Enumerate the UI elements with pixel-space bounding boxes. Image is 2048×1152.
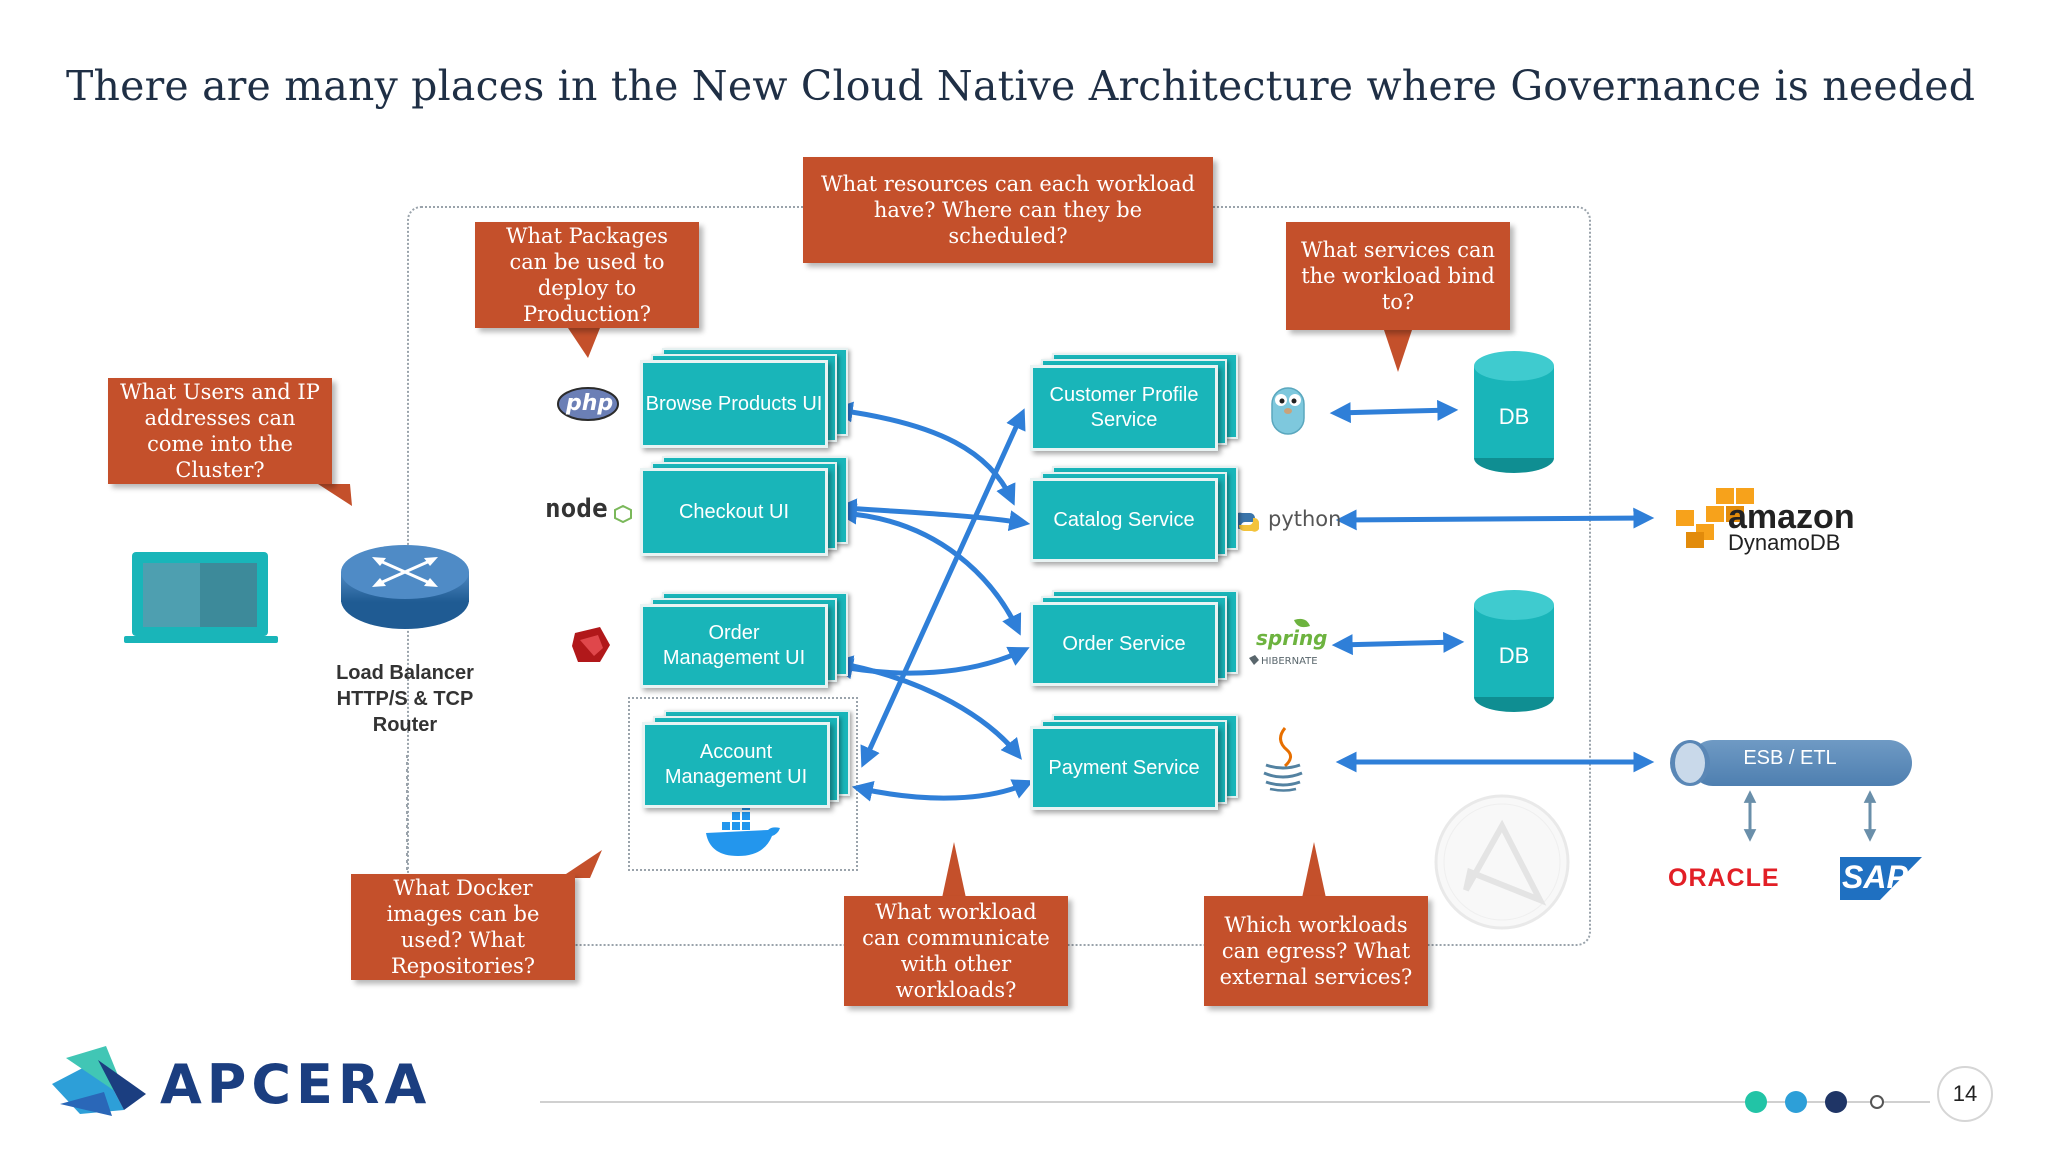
amazon-cubes-icon bbox=[1676, 488, 1754, 548]
tail-egress bbox=[1302, 842, 1326, 898]
callout-services: What services can the workload bind to? bbox=[1286, 222, 1510, 330]
load-balancer-label: Load Balancer HTTP/S & TCP Router bbox=[336, 662, 474, 736]
arrow-order-mgmt-payment bbox=[831, 655, 1022, 760]
tail-users bbox=[318, 484, 352, 506]
db-cylinder-1 bbox=[1474, 351, 1554, 473]
hibernate-logo-text: HIBERNATE bbox=[1261, 656, 1318, 667]
callout-resources: What resources can each workload have? W… bbox=[803, 157, 1213, 263]
callout-users: What Users and IP addresses can come int… bbox=[108, 378, 332, 484]
db-cylinder-2 bbox=[1474, 590, 1554, 712]
slide-title: There are many places in the New Cloud N… bbox=[66, 62, 1976, 110]
esb-label: ESB / ETL bbox=[1743, 747, 1837, 769]
flow-arrows bbox=[831, 399, 1655, 802]
php-logo-icon bbox=[557, 387, 619, 421]
tail-packages bbox=[568, 328, 600, 358]
docker-logo-icon bbox=[706, 802, 780, 856]
esb-connectors bbox=[1743, 790, 1877, 842]
arrow-browse-catalog bbox=[831, 401, 1016, 506]
python-logo-icon bbox=[1234, 512, 1260, 532]
spring-logo-text: spring bbox=[1256, 626, 1328, 650]
hibernate-icon bbox=[1249, 655, 1259, 665]
arrow-account-customer bbox=[860, 408, 1026, 768]
footer-progress bbox=[540, 1091, 1930, 1113]
laptop-icon bbox=[124, 552, 278, 643]
ui-account-management-label: Account Management UI bbox=[642, 722, 830, 808]
sap-logo-text: SAP bbox=[1842, 859, 1908, 895]
sap-logo-shape bbox=[1840, 857, 1922, 900]
service-order-label: Order Service bbox=[1030, 602, 1218, 686]
callout-docker: What Docker images can be used? What Rep… bbox=[351, 874, 575, 980]
arrow-gopher-db bbox=[1329, 399, 1459, 424]
arrow-spring-db bbox=[1331, 631, 1465, 656]
ruby-logo-icon bbox=[572, 627, 610, 662]
service-catalog-label: Catalog Service bbox=[1030, 478, 1218, 562]
spring-leaf-icon bbox=[1294, 618, 1310, 628]
db2-label: DB bbox=[1498, 643, 1530, 668]
service-payment-label: Payment Service bbox=[1030, 726, 1218, 810]
java-logo-icon bbox=[1263, 727, 1303, 792]
callout-packages: What Packages can be used to deploy to P… bbox=[475, 222, 699, 328]
ui-order-management-label: Order Management UI bbox=[640, 604, 828, 688]
python-logo-text: python bbox=[1268, 507, 1342, 531]
service-customer-profile-label: Customer Profile Service bbox=[1030, 365, 1218, 451]
apcera-wordmark: APCERA bbox=[160, 1053, 432, 1116]
php-logo-text: php bbox=[566, 391, 614, 416]
nodejs-logo-icon bbox=[614, 504, 632, 524]
callout-egress: Which workloads can egress? What externa… bbox=[1204, 896, 1428, 1006]
arrow-python-dynamo bbox=[1335, 507, 1655, 531]
page-number: 14 bbox=[1937, 1066, 1993, 1122]
tail-docker bbox=[560, 850, 602, 878]
ui-browse-products-label: Browse Products UI bbox=[640, 360, 828, 448]
ui-checkout-label: Checkout UI bbox=[640, 468, 828, 556]
tail-services bbox=[1384, 330, 1412, 372]
oracle-logo-text: ORACLE bbox=[1668, 864, 1780, 892]
callout-tails bbox=[318, 328, 1412, 898]
apcera-watermark-icon bbox=[1434, 794, 1570, 930]
tail-communicate bbox=[942, 842, 966, 898]
callout-communicate: What workload can communicate with other… bbox=[844, 896, 1068, 1006]
router-icon bbox=[341, 545, 469, 629]
arrow-account-payment bbox=[851, 779, 1034, 802]
nodejs-logo-text: node bbox=[545, 494, 608, 524]
apcera-logo-icon bbox=[52, 1046, 146, 1116]
db1-label: DB bbox=[1498, 404, 1530, 429]
dynamodb-label: DynamoDB bbox=[1728, 530, 1841, 555]
gopher-icon bbox=[1271, 387, 1305, 435]
amazon-logo-text: amazon bbox=[1728, 498, 1855, 536]
esb-pipe bbox=[1670, 740, 1912, 786]
